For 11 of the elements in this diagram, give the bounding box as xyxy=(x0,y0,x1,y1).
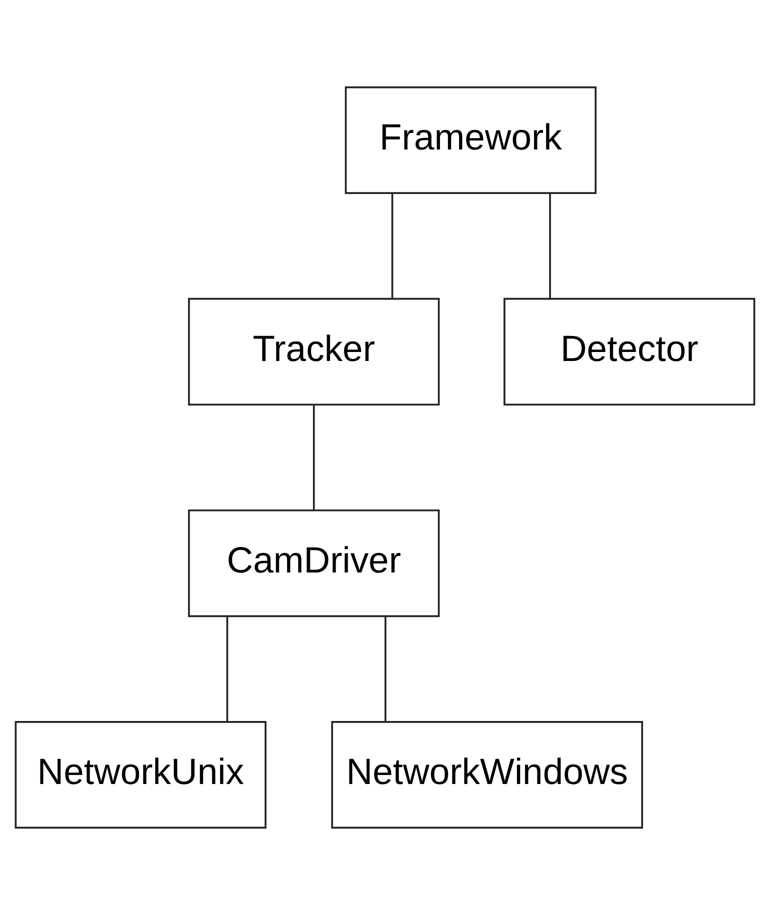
node-box: Tracker xyxy=(188,298,440,406)
node-box: CamDriver xyxy=(188,509,440,618)
connector xyxy=(312,405,315,510)
node-box: NetworkWindows xyxy=(331,721,644,829)
node-box: Detector xyxy=(504,298,756,406)
node-box: NetworkUnix xyxy=(14,721,266,829)
connector xyxy=(549,194,551,298)
connector xyxy=(384,616,386,722)
connector xyxy=(226,616,228,722)
connector xyxy=(391,194,394,298)
node-box: Framework xyxy=(344,86,597,194)
